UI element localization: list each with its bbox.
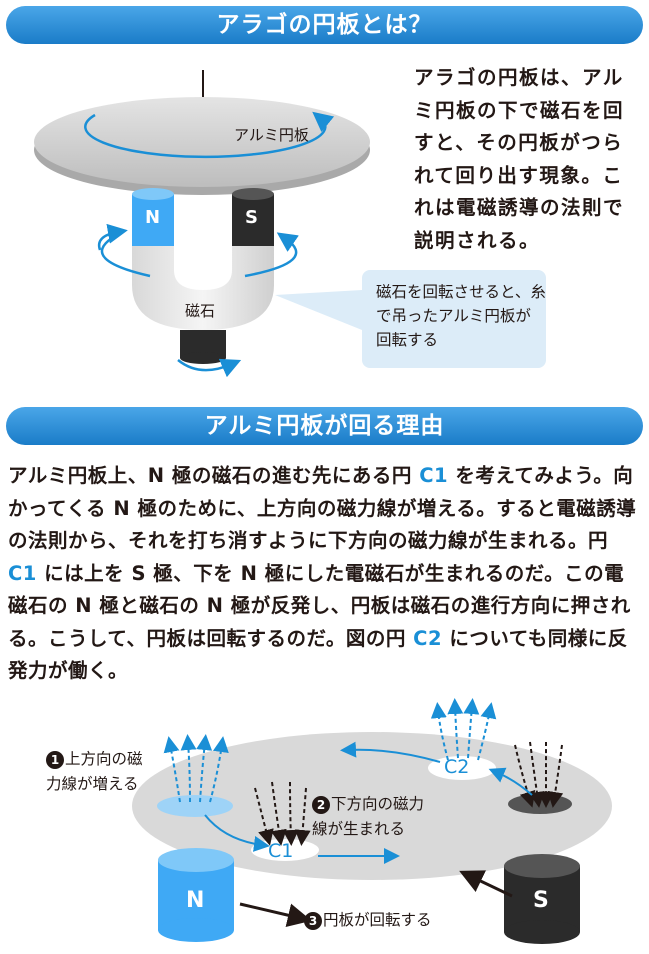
section-title-reason: アルミ円板が回る理由 xyxy=(6,407,643,445)
c1-highlight: C1 xyxy=(8,561,37,585)
c1-highlight: C1 xyxy=(419,464,449,487)
disk-label: アルミ円板 xyxy=(234,126,309,144)
magnet-s-pole xyxy=(232,194,274,246)
callout-note: 磁石を回転させると、糸で吊ったアルミ円板が回転する xyxy=(362,270,546,368)
circle-dark xyxy=(508,794,572,814)
n-pole-label: N xyxy=(186,888,205,913)
c2-highlight: C2 xyxy=(413,626,443,650)
circle-c2 xyxy=(428,756,496,780)
s-pole-label: S xyxy=(533,888,549,913)
circle-up-field xyxy=(157,795,233,817)
magnet-label: 磁石 xyxy=(185,302,216,320)
section-title-arago-disk: アラゴの円板とは？ xyxy=(6,6,643,44)
magnet-n-pole xyxy=(132,194,174,246)
arago-description: アラゴの円板は、アルミ円板の下で磁石を回すと、その円板がつられて回り出す現象。こ… xyxy=(414,66,625,252)
s-pole-label: S xyxy=(245,207,258,228)
n-pole-label: N xyxy=(145,207,161,228)
c2-label: C2 xyxy=(444,756,470,778)
u-magnet xyxy=(132,230,274,330)
c1-label: C1 xyxy=(268,840,294,862)
explanation-paragraph: アルミ円板上、N 極の磁石の進む先にある円 C1 を考えてみよう。向かってくる … xyxy=(8,464,637,682)
